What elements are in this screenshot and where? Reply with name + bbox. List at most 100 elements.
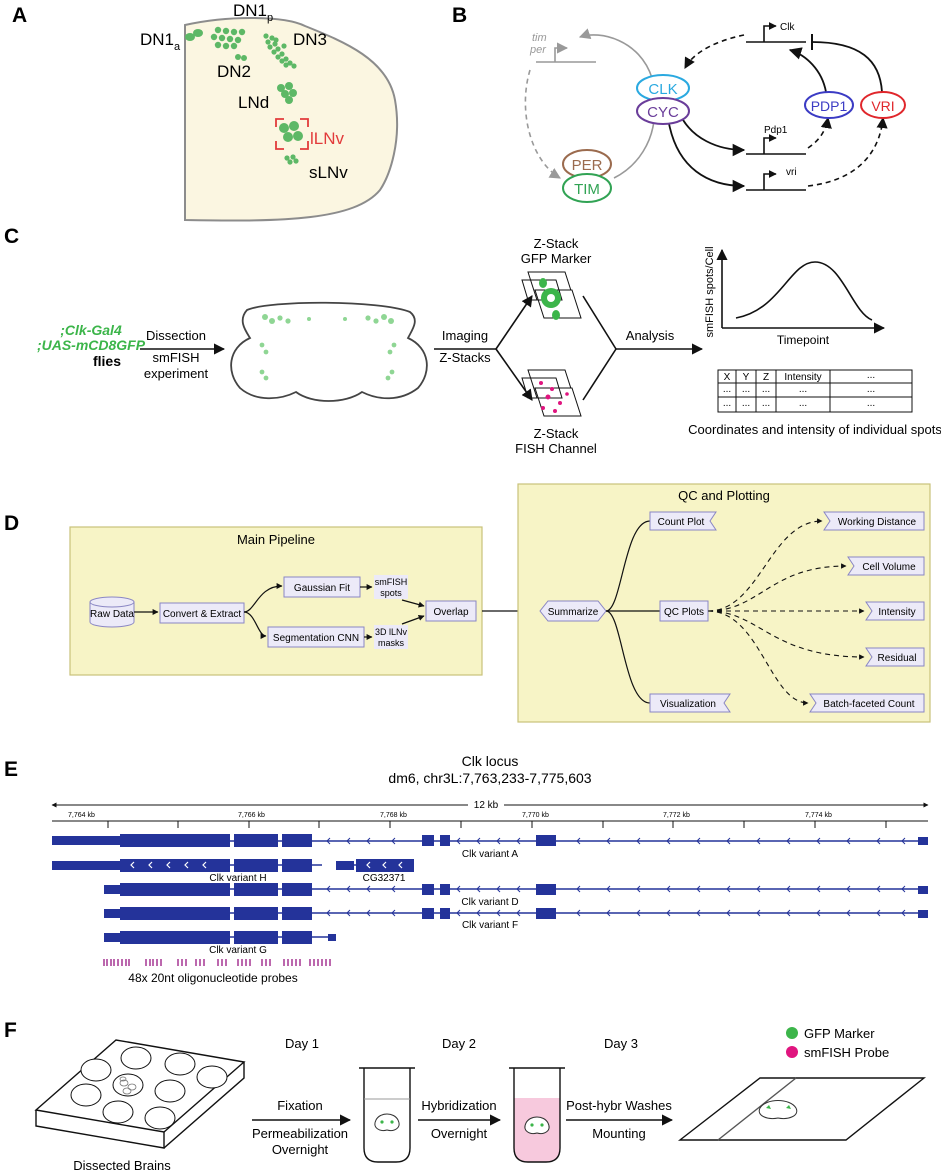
f-step2-b: Overnight xyxy=(431,1126,488,1141)
qc-item-cell-volume: Cell Volume xyxy=(862,562,916,573)
spots-timepoint-plot: smFISH spots/Cell Timepoint xyxy=(704,246,886,347)
protein-vri: VRI xyxy=(871,98,894,114)
protein-cyc: CYC xyxy=(647,104,679,121)
zstack-top-sub: GFP Marker xyxy=(521,251,592,266)
f-step1-c: Overnight xyxy=(272,1142,329,1157)
plot-xlabel: Timepoint xyxy=(777,333,830,347)
f-step1-a: Fixation xyxy=(277,1098,323,1113)
step-dissection: Dissection xyxy=(146,328,206,343)
label-cg32371: CG32371 xyxy=(363,873,406,884)
svg-text:Z: Z xyxy=(763,372,769,383)
promoter-vri: vri xyxy=(786,167,797,178)
qc-item-batch-count: Batch-faceted Count xyxy=(823,699,914,710)
variant-g-track xyxy=(104,931,336,944)
intron-chevrons xyxy=(326,837,906,917)
scale-label: 12 kb xyxy=(474,800,499,811)
panel-label-b: B xyxy=(452,4,467,27)
genotype-line3: flies xyxy=(93,353,121,369)
protein-clk: CLK xyxy=(648,81,677,98)
ruler-tick-labels: 7,764 kb 7,766 kb 7,768 kb 7,770 kb 7,77… xyxy=(68,812,832,819)
microscope-slide xyxy=(677,1077,927,1141)
main-pipeline-title: Main Pipeline xyxy=(237,532,315,547)
spots-node-2: spots xyxy=(380,588,402,598)
table-caption: Coordinates and intensity of individual … xyxy=(688,422,941,437)
brain-hemisphere xyxy=(184,17,399,222)
genotype-line2: ;UAS-mCD8GFP xyxy=(37,337,146,353)
tube-1 xyxy=(359,1067,415,1163)
zstack-bottom-sub: FISH Channel xyxy=(515,441,597,456)
zstack-gfp xyxy=(521,271,582,320)
f-step2-a: Hybridization xyxy=(421,1098,496,1113)
zstack-top-title: Z-Stack xyxy=(534,236,579,251)
overlap-node: Overlap xyxy=(433,607,468,618)
step-imaging: Imaging xyxy=(442,328,488,343)
label-variant-h: Clk variant H xyxy=(209,873,266,884)
svg-text:7,772 kb: 7,772 kb xyxy=(663,812,690,819)
spots-table: X Y Z Intensity ... ... ... ... ... ... … xyxy=(717,369,913,413)
qc-item-working-distance: Working Distance xyxy=(838,517,917,528)
gene-tim: tim xyxy=(532,32,547,44)
day-2: Day 2 xyxy=(442,1036,476,1051)
qc-item-intensity: Intensity xyxy=(878,607,915,618)
svg-text:Intensity: Intensity xyxy=(784,372,821,383)
protein-per: PER xyxy=(572,157,603,174)
svg-text:...: ... xyxy=(723,398,731,409)
svg-text:Y: Y xyxy=(743,372,750,383)
promoter-clk: Clk xyxy=(780,22,795,33)
f-step3-a: Post-hybr Washes xyxy=(566,1098,672,1113)
label-slnv: sLNv xyxy=(309,163,348,182)
whole-brain-outline xyxy=(230,301,428,402)
plot-ylabel: smFISH spots/Cell xyxy=(704,246,716,337)
f-step3-b: Mounting xyxy=(592,1126,645,1141)
svg-text:...: ... xyxy=(723,384,731,395)
legend-smfish: smFISH Probe xyxy=(804,1045,889,1060)
variant-a-track xyxy=(52,834,928,847)
seg-node: Segmentation CNN xyxy=(273,633,359,644)
visualization-node: Visualization xyxy=(660,699,716,710)
panel-f: GFP Marker smFISH Probe Day 1 Day 2 Day … xyxy=(34,1026,927,1173)
panel-c: ;Clk-Gal4 ;UAS-mCD8GFP flies Dissection … xyxy=(37,236,941,456)
masks-node-2: masks xyxy=(378,638,405,648)
probes-label: 48x 20nt oligonucleotide probes xyxy=(128,971,297,985)
svg-text:7,768 kb: 7,768 kb xyxy=(380,812,407,819)
count-plot-node: Count Plot xyxy=(658,517,705,528)
label-dn2: DN2 xyxy=(217,62,251,81)
label-variant-d: Clk variant D xyxy=(461,897,518,908)
legend-gfp: GFP Marker xyxy=(804,1026,875,1041)
step-zstacks: Z-Stacks xyxy=(439,350,491,365)
svg-text:7,774 kb: 7,774 kb xyxy=(805,812,832,819)
step-analysis: Analysis xyxy=(626,328,675,343)
protein-pdp1: PDP1 xyxy=(811,98,848,114)
qc-plots-node: QC Plots xyxy=(664,607,704,618)
raw-data-node: Raw Data xyxy=(89,596,135,628)
svg-text:7,764 kb: 7,764 kb xyxy=(68,812,95,819)
svg-text:7,770 kb: 7,770 kb xyxy=(522,812,549,819)
protein-tim: TIM xyxy=(574,181,600,198)
spots-node-1: smFISH xyxy=(375,577,408,587)
label-variant-a: Clk variant A xyxy=(462,849,518,860)
well-plate xyxy=(34,1039,246,1149)
panel-label-f: F xyxy=(4,1019,17,1042)
variant-d-track xyxy=(104,883,928,896)
svg-text:...: ... xyxy=(867,398,875,409)
qc-title: QC and Plotting xyxy=(678,488,770,503)
masks-node-1: 3D lLNv xyxy=(375,627,408,637)
panel-b: tim per Clk Pdp1 vri CLK xyxy=(524,22,906,203)
zstack-bottom-title: Z-Stack xyxy=(534,426,579,441)
label-variant-f: Clk variant F xyxy=(462,920,518,931)
label-lnd: LNd xyxy=(238,93,269,112)
svg-text:...: ... xyxy=(762,384,770,395)
qc-item-residual: Residual xyxy=(878,653,917,664)
locus-title: Clk locus xyxy=(462,753,519,769)
exon-chevrons xyxy=(130,861,403,869)
day-3: Day 3 xyxy=(604,1036,638,1051)
promoter-pdp1: Pdp1 xyxy=(764,125,788,136)
svg-text:...: ... xyxy=(867,370,875,381)
panel-label-e: E xyxy=(4,758,18,781)
convert-node: Convert & Extract xyxy=(163,609,242,620)
panel-label-c: C xyxy=(4,225,19,248)
f-step1-b: Permeabilization xyxy=(252,1126,348,1141)
step-smfish: smFISH xyxy=(153,350,200,365)
day-1: Day 1 xyxy=(285,1036,319,1051)
